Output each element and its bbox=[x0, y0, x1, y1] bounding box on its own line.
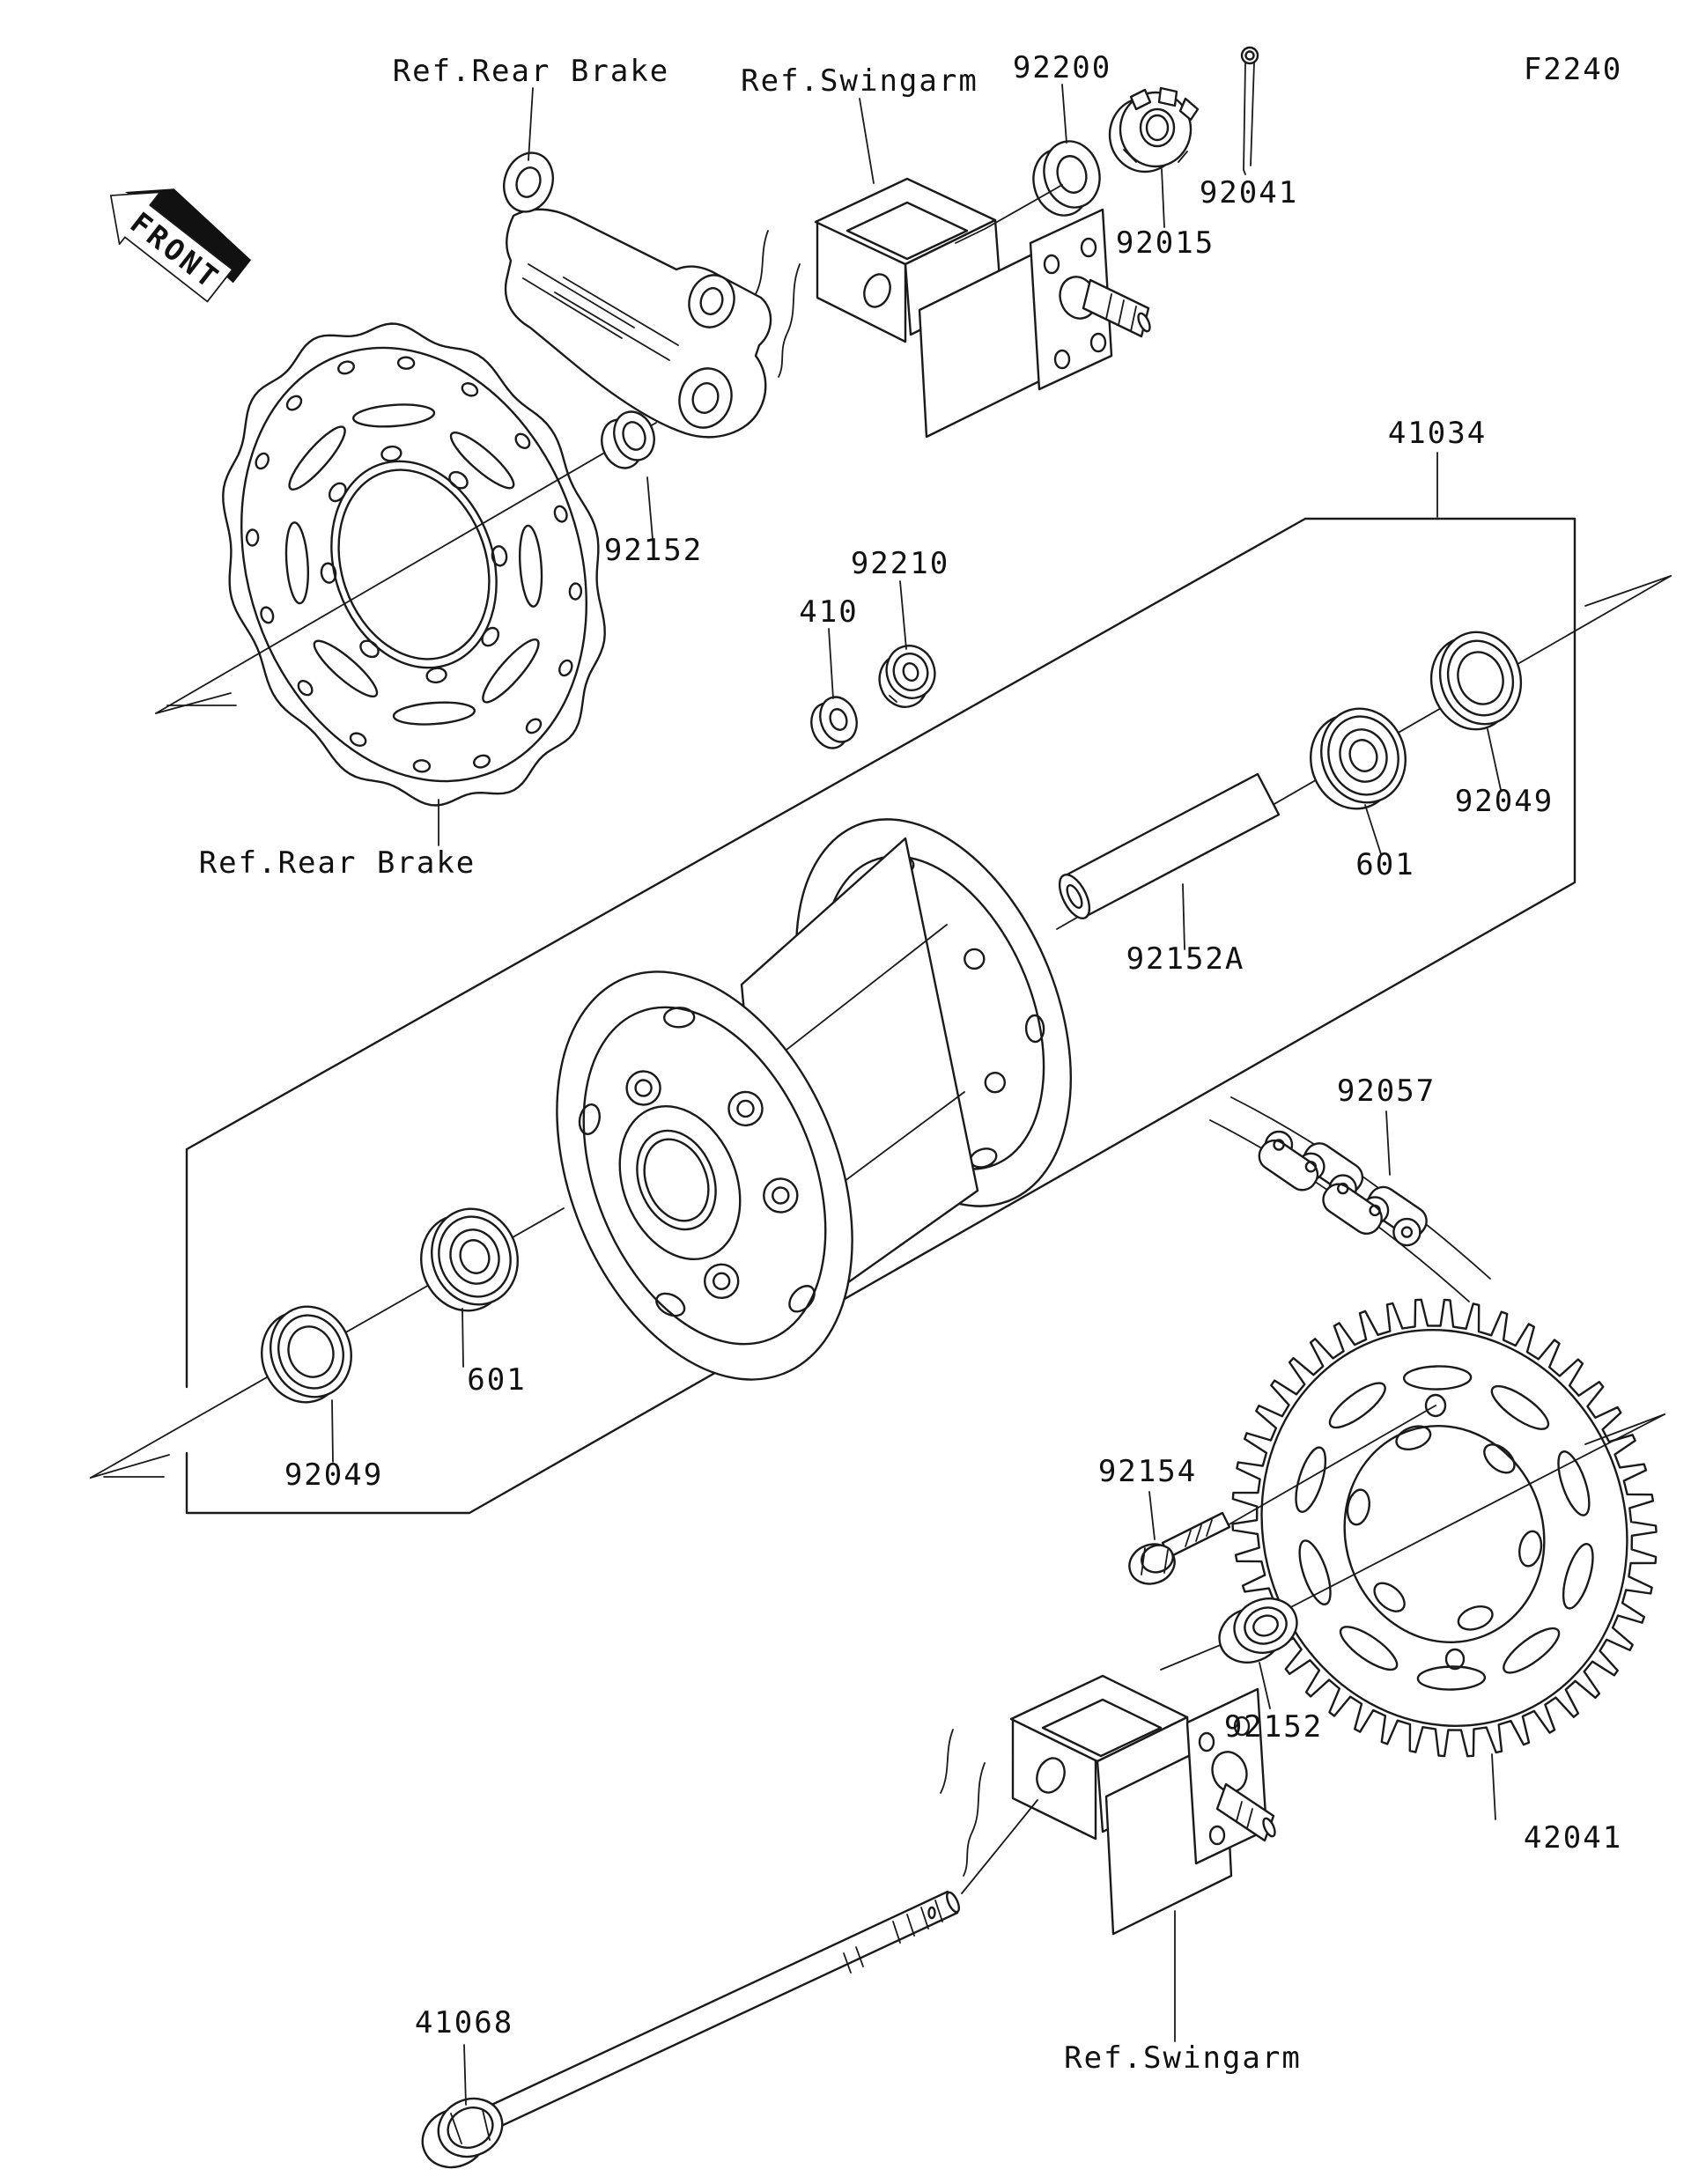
label-ref-swingarm-bottom: Ref.Swingarm bbox=[1064, 2040, 1302, 2076]
label-ref-rear-brake-top: Ref.Rear Brake bbox=[393, 54, 670, 89]
label-92049-right: 92049 bbox=[1455, 784, 1554, 819]
nut-92210 bbox=[878, 645, 936, 708]
label-410: 410 bbox=[799, 594, 858, 630]
bearing-right bbox=[1310, 707, 1407, 810]
label-ref-swingarm-top: Ref.Swingarm bbox=[741, 63, 978, 99]
front-direction-marker: FRONT bbox=[109, 188, 252, 303]
label-41034: 41034 bbox=[1388, 416, 1487, 451]
sprocket-bolt bbox=[1128, 1511, 1231, 1585]
label-92152a: 92152A bbox=[1126, 941, 1245, 977]
bushing-top bbox=[601, 410, 655, 469]
label-figure-code: F2240 bbox=[1524, 52, 1622, 87]
label-601-right: 601 bbox=[1355, 847, 1414, 882]
label-92154: 92154 bbox=[1098, 1454, 1197, 1489]
label-92152-top: 92152 bbox=[604, 533, 703, 568]
drive-chain bbox=[1209, 1096, 1491, 1302]
label-92049-left: 92049 bbox=[284, 1457, 383, 1493]
seal-left bbox=[261, 1305, 352, 1404]
rear-axle bbox=[421, 1890, 961, 2169]
label-92152-bottom: 92152 bbox=[1224, 1709, 1323, 1745]
washer-410 bbox=[810, 696, 858, 749]
callout-labels: Ref.Rear Brake Ref.Swingarm 92200 92041 … bbox=[199, 50, 1622, 2076]
castle-nut-92015 bbox=[1108, 86, 1200, 173]
brake-disc bbox=[222, 322, 606, 807]
label-92041: 92041 bbox=[1200, 175, 1298, 210]
swingarm-adjuster-bottom bbox=[940, 1674, 1276, 1936]
label-41068: 41068 bbox=[415, 2005, 513, 2040]
label-92200: 92200 bbox=[1013, 50, 1111, 85]
swingarm-adjuster-top bbox=[755, 177, 1151, 439]
leader-lines bbox=[331, 84, 1502, 2106]
wheel-hub bbox=[556, 818, 1072, 1381]
seal-right bbox=[1429, 631, 1523, 731]
axle-spacer bbox=[1058, 772, 1281, 919]
label-92015: 92015 bbox=[1116, 225, 1215, 261]
caliper-bracket bbox=[503, 151, 772, 439]
bearing-left bbox=[420, 1207, 519, 1312]
label-ref-rear-brake-disc: Ref.Rear Brake bbox=[199, 845, 476, 881]
collar-bottom bbox=[1218, 1597, 1298, 1664]
label-42041: 42041 bbox=[1524, 1820, 1622, 1856]
label-601-left: 601 bbox=[467, 1362, 526, 1398]
washer-92200 bbox=[1032, 140, 1101, 217]
label-92057: 92057 bbox=[1337, 1074, 1436, 1109]
label-92210: 92210 bbox=[851, 546, 949, 581]
disc-centerline bbox=[155, 422, 657, 714]
cotter-pin-92041 bbox=[1240, 46, 1259, 175]
assembly-frame bbox=[185, 517, 1577, 1515]
